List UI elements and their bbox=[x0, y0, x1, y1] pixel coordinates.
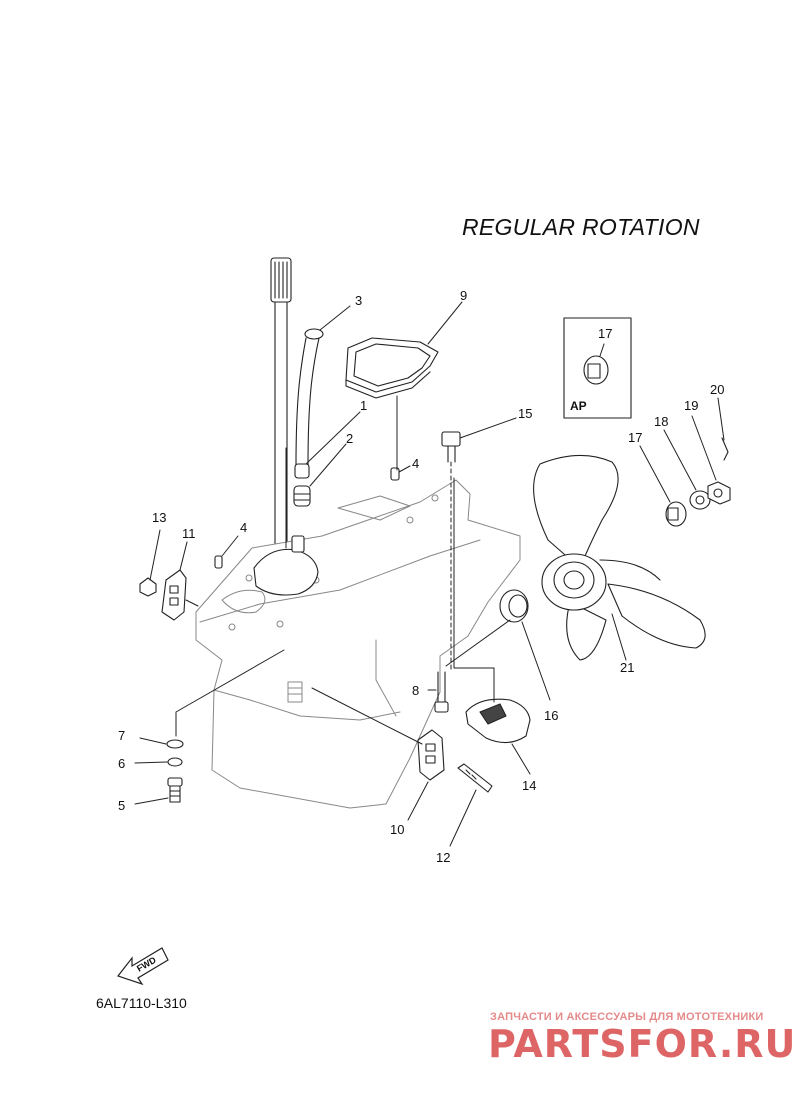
callout-14: 14 bbox=[522, 778, 536, 793]
gasket bbox=[345, 337, 439, 399]
washer-hole bbox=[695, 495, 705, 505]
water-tube bbox=[293, 328, 324, 507]
dowel-pin bbox=[390, 467, 400, 481]
thrust-washer bbox=[665, 501, 687, 527]
callout-8: 8 bbox=[412, 683, 419, 698]
anode bbox=[161, 569, 187, 621]
propeller bbox=[533, 454, 706, 661]
leader-lines bbox=[134, 301, 725, 847]
fwd-arrow-icon: FWD bbox=[117, 947, 169, 986]
callout-20: 20 bbox=[710, 382, 724, 397]
callout-11: 11 bbox=[182, 526, 196, 541]
washer bbox=[166, 739, 184, 749]
nut bbox=[139, 577, 157, 597]
diagram-title: REGULAR ROTATION bbox=[462, 214, 700, 240]
driveshaft bbox=[270, 257, 292, 549]
callout-3: 3 bbox=[355, 293, 362, 308]
drain-screw bbox=[167, 777, 183, 803]
callout-16: 16 bbox=[544, 708, 558, 723]
callout-21: 21 bbox=[620, 660, 634, 675]
ap-inset-box bbox=[563, 317, 632, 419]
callout-10: 10 bbox=[390, 822, 404, 837]
callout-13: 13 bbox=[152, 510, 166, 525]
callout-numbers: 1 2 3 4 4 5 6 7 8 9 10 11 12 13 14 15 16… bbox=[118, 288, 724, 865]
callout-4b: 4 bbox=[240, 520, 247, 535]
callout-17: 17 bbox=[628, 430, 642, 445]
watermark-logo: PARTSFOR.RU bbox=[488, 1022, 797, 1066]
callout-6: 6 bbox=[118, 756, 125, 771]
callout-17-inset: 17 bbox=[598, 326, 612, 341]
callout-15: 15 bbox=[518, 406, 532, 421]
bolt bbox=[434, 671, 449, 713]
screw bbox=[457, 763, 493, 793]
water-pump-housing bbox=[253, 535, 319, 596]
propeller-nut bbox=[707, 481, 731, 505]
gasket-ring bbox=[167, 757, 183, 767]
inset-label: AP bbox=[570, 399, 587, 413]
alignment-lines bbox=[175, 395, 511, 745]
washer bbox=[689, 490, 711, 510]
callout-5: 5 bbox=[118, 798, 125, 813]
callout-4a: 4 bbox=[412, 456, 419, 471]
callout-18: 18 bbox=[654, 414, 668, 429]
callout-7: 7 bbox=[118, 728, 125, 743]
callout-2: 2 bbox=[346, 431, 353, 446]
callout-19: 19 bbox=[684, 398, 698, 413]
callout-12: 12 bbox=[436, 850, 450, 865]
watermark-tagline: ЗАПЧАСТИ И АКСЕССУАРЫ ДЛЯ МОТОТЕХНИКИ bbox=[490, 1011, 764, 1023]
callout-9: 9 bbox=[460, 288, 467, 303]
diagram-code: 6AL7110-L310 bbox=[96, 995, 187, 1011]
anode bbox=[417, 729, 445, 781]
dowel-pin bbox=[214, 555, 223, 569]
callout-1: 1 bbox=[360, 398, 367, 413]
trim-tab-anode bbox=[465, 698, 531, 744]
cotter-pin bbox=[721, 437, 729, 461]
bolt bbox=[441, 431, 461, 463]
thrust-spacer bbox=[499, 589, 529, 623]
